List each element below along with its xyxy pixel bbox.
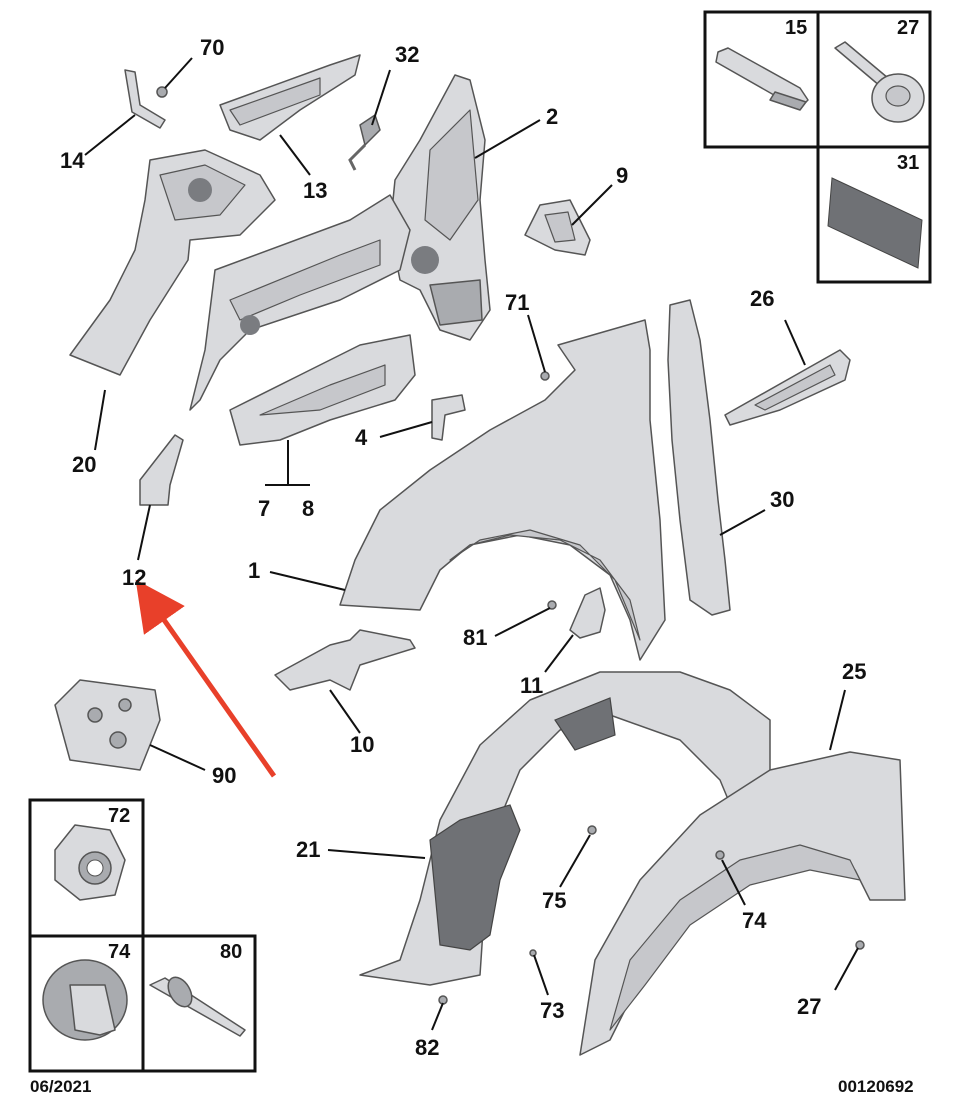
callout-10[interactable]: 10 bbox=[350, 732, 374, 757]
part-82-screw[interactable] bbox=[438, 995, 448, 1005]
part-11-bracket[interactable] bbox=[569, 587, 606, 639]
part-1-fender[interactable] bbox=[339, 319, 666, 661]
callout-8[interactable]: 8 bbox=[302, 496, 314, 521]
adhesive-pad-icon bbox=[827, 177, 923, 269]
plastic-clip-icon bbox=[42, 959, 128, 1041]
callout-27[interactable]: 27 bbox=[797, 994, 821, 1019]
callout-labels: 14 70 13 32 2 9 71 26 30 4 7 8 20 12 1 8… bbox=[60, 35, 866, 1060]
part-73-screw[interactable] bbox=[529, 949, 537, 957]
part-90-fastener-kit[interactable] bbox=[54, 679, 161, 771]
inset-15-27-31: 15 27 31 bbox=[703, 10, 932, 284]
callout-2[interactable]: 2 bbox=[546, 104, 558, 129]
callout-9[interactable]: 9 bbox=[616, 163, 628, 188]
diagram-date: 06/2021 bbox=[30, 1077, 91, 1096]
part-81-screw[interactable] bbox=[547, 600, 557, 610]
part-25-arch-extension[interactable] bbox=[579, 751, 906, 1056]
part-21-arch-liner[interactable] bbox=[359, 671, 771, 986]
part-4-bracket[interactable] bbox=[431, 394, 466, 441]
inset-label-80: 80 bbox=[220, 941, 242, 963]
callout-81[interactable]: 81 bbox=[463, 625, 487, 650]
stud-bolt-icon bbox=[715, 47, 809, 111]
callout-26[interactable]: 26 bbox=[750, 286, 774, 311]
callout-75[interactable]: 75 bbox=[542, 888, 566, 913]
upper-rail-assembly bbox=[189, 194, 411, 411]
callout-73[interactable]: 73 bbox=[540, 998, 564, 1023]
callout-70[interactable]: 70 bbox=[200, 35, 224, 60]
part-13-rail-bracket[interactable] bbox=[219, 54, 361, 141]
part-27-clip[interactable] bbox=[855, 940, 865, 950]
diagram-reference: 00120692 bbox=[838, 1077, 914, 1096]
part-7-8-reinforcement[interactable] bbox=[229, 334, 416, 446]
inset-label-27: 27 bbox=[897, 17, 919, 39]
callout-32[interactable]: 32 bbox=[395, 42, 419, 67]
inset-label-72: 72 bbox=[108, 805, 130, 827]
highlight-arrow bbox=[135, 579, 277, 778]
callout-13[interactable]: 13 bbox=[303, 178, 327, 203]
inset-box-80 bbox=[141, 934, 257, 1073]
part-10-bracket[interactable] bbox=[274, 629, 416, 691]
callout-25[interactable]: 25 bbox=[842, 659, 866, 684]
callout-30[interactable]: 30 bbox=[770, 487, 794, 512]
inset-label-31: 31 bbox=[897, 152, 919, 174]
inset-72-74-80: 72 74 80 bbox=[28, 798, 257, 1073]
callout-82[interactable]: 82 bbox=[415, 1035, 439, 1060]
inset-box-31 bbox=[816, 145, 932, 284]
part-20-apron[interactable] bbox=[69, 149, 276, 376]
callout-14[interactable]: 14 bbox=[60, 148, 85, 173]
leader-lines bbox=[84, 57, 859, 1031]
callout-4[interactable]: 4 bbox=[355, 425, 368, 450]
part-32-harness[interactable] bbox=[348, 114, 381, 171]
inset-label-15: 15 bbox=[785, 17, 807, 39]
part-14-bracket[interactable] bbox=[124, 69, 166, 129]
part-9-bracket[interactable] bbox=[524, 199, 591, 256]
callout-11[interactable]: 11 bbox=[520, 673, 543, 698]
part-26-trim[interactable] bbox=[724, 349, 851, 426]
callout-21[interactable]: 21 bbox=[296, 837, 320, 862]
callout-90[interactable]: 90 bbox=[212, 763, 236, 788]
flange-nut-icon bbox=[54, 824, 126, 901]
callout-1[interactable]: 1 bbox=[248, 558, 260, 583]
callout-74[interactable]: 74 bbox=[742, 908, 767, 933]
blind-rivet-icon bbox=[149, 976, 246, 1037]
part-71-screw[interactable] bbox=[540, 371, 550, 381]
callout-12[interactable]: 12 bbox=[122, 565, 146, 590]
part-74-clip[interactable] bbox=[715, 850, 725, 860]
callout-71[interactable]: 71 bbox=[505, 290, 529, 315]
part-2-side-structure[interactable] bbox=[389, 74, 491, 341]
callout-7[interactable]: 7 bbox=[258, 496, 270, 521]
inset-label-74: 74 bbox=[108, 941, 131, 963]
part-75-clip[interactable] bbox=[587, 825, 597, 835]
part-70-bolt[interactable] bbox=[156, 86, 168, 98]
plastic-rivet-icon bbox=[834, 41, 925, 123]
part-30-seal[interactable] bbox=[667, 299, 731, 616]
callout-20[interactable]: 20 bbox=[72, 452, 96, 477]
part-12-bracket[interactable] bbox=[139, 434, 184, 506]
